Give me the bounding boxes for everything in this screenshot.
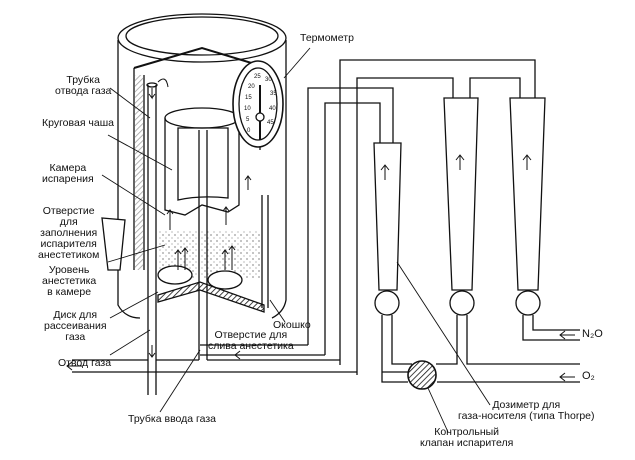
scale-tick: 35 [270, 91, 277, 97]
thermometer [232, 60, 284, 148]
circular-bowl [164, 107, 240, 216]
scale-tick: 25 [254, 74, 261, 80]
outlet-tube [146, 78, 169, 395]
scale-tick: 0 [247, 128, 251, 134]
fill-port [101, 217, 126, 271]
label-o2: O₂ [582, 370, 595, 382]
inlet-tube [198, 130, 208, 360]
disk-left [157, 265, 193, 285]
check-valve [407, 360, 437, 390]
scale-tick: 30 [265, 77, 272, 83]
gas-pipes [72, 59, 536, 375]
flow-arrows [66, 154, 575, 382]
scale-tick: 5 [246, 117, 250, 123]
scale-tick: 40 [269, 106, 276, 112]
label-n2o: N₂O [582, 328, 603, 340]
vaporizer-body [117, 13, 287, 319]
window [261, 195, 269, 308]
flowmeter-tubes [373, 97, 580, 383]
chamber-floor [157, 281, 265, 313]
scale-tick: 10 [244, 106, 251, 112]
scale-tick: 20 [248, 84, 255, 90]
label-gas-outlet: Отвод газа [58, 357, 112, 369]
vapor-arrows [166, 175, 252, 270]
label-thermometer: Термометр [300, 32, 354, 44]
scale-tick: 45 [267, 120, 274, 126]
label-inlet-tube: Трубка ввода газа [128, 413, 217, 425]
scale-tick: 15 [245, 95, 252, 101]
label-circular-bowl: Круговая чаша [42, 117, 115, 129]
disk-right [207, 270, 243, 290]
thermometer-scale: 0 5 10 15 20 25 30 35 40 45 [244, 74, 277, 134]
leader-lines [101, 47, 491, 433]
label-window: Окошко [273, 319, 311, 331]
